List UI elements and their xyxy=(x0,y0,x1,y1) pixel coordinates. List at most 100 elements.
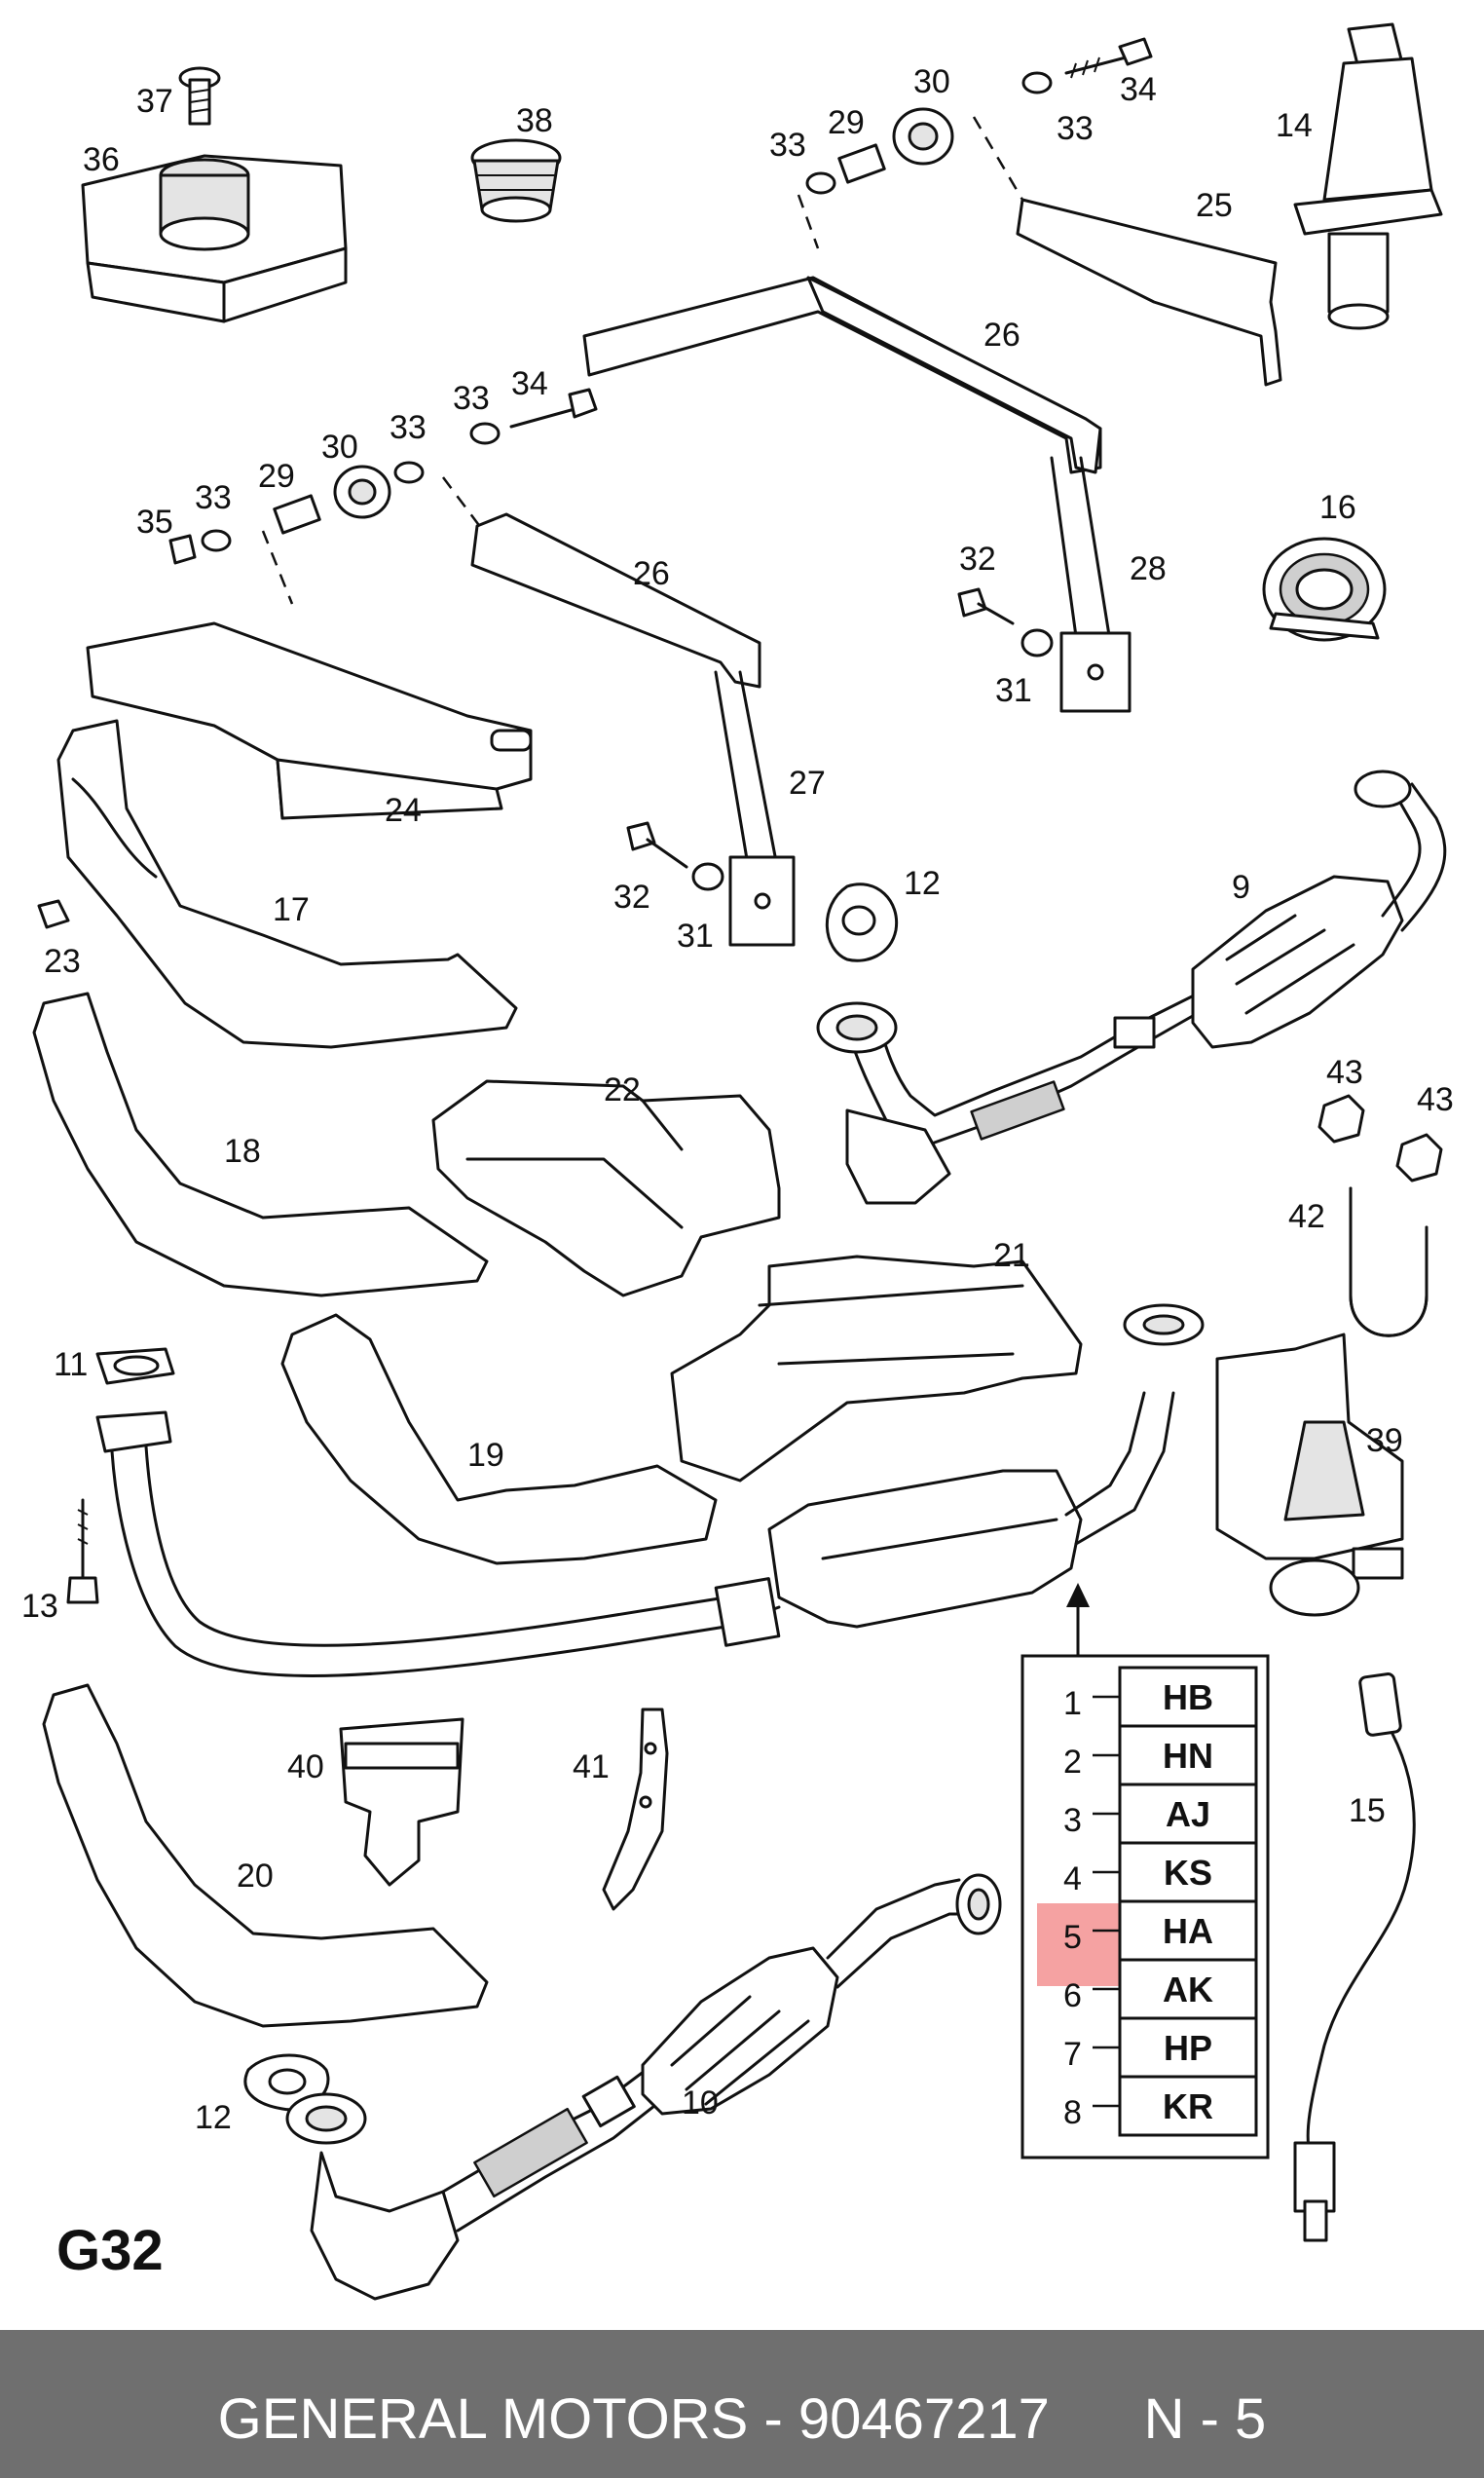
callout-32: 32 xyxy=(613,879,650,916)
part-41-strap xyxy=(602,1708,669,1911)
part-30-29-33-35-bushings-mid xyxy=(168,461,488,605)
part-10-catalytic-converter xyxy=(285,1873,1002,2301)
table-row-number: 8 xyxy=(1063,2094,1082,2131)
callout-12: 12 xyxy=(195,2099,232,2136)
footer-caption: GENERAL MOTORS - 90467217 N - 5 xyxy=(0,2386,1484,2452)
table-row-number: 7 xyxy=(1063,2036,1082,2073)
callout-34: 34 xyxy=(511,365,548,402)
table-code-cell xyxy=(1118,1724,1258,1786)
callout-28: 28 xyxy=(1130,550,1167,587)
callout-20: 20 xyxy=(237,1858,274,1895)
part-19-heat-shield xyxy=(280,1313,718,1565)
callout-24: 24 xyxy=(385,792,422,829)
callout-15: 15 xyxy=(1349,1792,1386,1829)
callout-14: 14 xyxy=(1276,107,1313,144)
callout-26: 26 xyxy=(633,555,670,592)
callout-39: 39 xyxy=(1366,1422,1403,1459)
callout-41: 41 xyxy=(573,1748,610,1785)
callout-33: 33 xyxy=(769,127,806,164)
callout-16: 16 xyxy=(1319,489,1356,526)
part-15-oxygen-sensor xyxy=(1293,1672,1416,2242)
part-36-mount-block xyxy=(81,154,348,323)
callout-43: 43 xyxy=(1417,1081,1454,1118)
part-23-nut xyxy=(37,899,70,929)
callout-33: 33 xyxy=(390,409,427,446)
callout-25: 25 xyxy=(1196,187,1233,224)
callout-33: 33 xyxy=(195,479,232,516)
callout-29: 29 xyxy=(828,104,865,141)
part-21-heat-shield xyxy=(670,1255,1083,1483)
figure-label: G32 xyxy=(56,2219,164,2282)
callout-33: 33 xyxy=(453,380,490,417)
highlight-row-marker xyxy=(1037,1903,1120,1986)
table-row-code: KR xyxy=(1163,2086,1213,2126)
part-14-clip xyxy=(1293,22,1443,330)
callout-17: 17 xyxy=(273,891,310,928)
callout-12: 12 xyxy=(904,865,941,902)
part-11-gasket xyxy=(95,1347,175,1385)
arrow-to-table xyxy=(1066,1583,1090,1658)
part-32-31-bolt-washer-mid xyxy=(626,821,724,891)
callout-30: 30 xyxy=(913,63,950,100)
footer-separator: - xyxy=(748,2387,798,2451)
part-17-heat-shield xyxy=(56,719,518,1049)
callout-27: 27 xyxy=(789,765,826,802)
table-row-code: HN xyxy=(1163,1736,1213,1776)
table-row-code: KS xyxy=(1164,1853,1212,1893)
callout-11: 11 xyxy=(54,1346,88,1383)
part-25-bracket xyxy=(1016,198,1282,387)
footer-part-number: 90467217 xyxy=(798,2387,1050,2451)
part-34-33-bolt-mid xyxy=(469,388,598,445)
callout-32: 32 xyxy=(959,541,996,578)
part-20-heat-shield xyxy=(42,1683,489,2028)
callout-37: 37 xyxy=(136,83,173,120)
part-39-bracket xyxy=(1215,1333,1404,1617)
part-42-u-bolt xyxy=(1349,1186,1428,1337)
callout-23: 23 xyxy=(44,943,81,980)
part-37-screw xyxy=(178,66,221,126)
table-code-cell xyxy=(1118,1666,1258,1728)
callout-13: 13 xyxy=(21,1588,58,1625)
callout-33: 33 xyxy=(1057,110,1094,147)
footer-bar xyxy=(0,2330,1484,2478)
footer-brand: GENERAL MOTORS xyxy=(217,2387,749,2451)
part-24-bracket xyxy=(86,621,533,820)
table-row-number: 2 xyxy=(1063,1744,1082,1781)
part-30-29-33-bushings-top xyxy=(797,107,1024,249)
callout-35: 35 xyxy=(136,504,173,541)
table-row-code: AJ xyxy=(1166,1794,1210,1834)
part-9-catalytic-converter xyxy=(816,770,1447,1205)
table-row-number: 4 xyxy=(1063,1860,1082,1897)
part-34-bolt-top xyxy=(1021,37,1153,94)
callout-40: 40 xyxy=(287,1748,324,1785)
part-26-27-strut-mid xyxy=(470,512,796,947)
callout-26: 26 xyxy=(983,317,1020,354)
part-exhaust-pipe-center xyxy=(95,1303,1205,1677)
table-row-code: AK xyxy=(1163,1970,1213,2009)
callout-22: 22 xyxy=(604,1071,641,1108)
part-22-heat-shield xyxy=(431,1079,781,1297)
table-row-code: HB xyxy=(1163,1677,1213,1717)
callout-43: 43 xyxy=(1326,1054,1363,1091)
callout-18: 18 xyxy=(224,1133,261,1170)
table-row-number: 5 xyxy=(1063,1919,1082,1956)
footer-position: N - 5 xyxy=(1143,2387,1267,2451)
callout-10: 10 xyxy=(682,2084,719,2121)
table-code-cell xyxy=(1118,2075,1258,2137)
part-26-strut-top xyxy=(582,276,1132,713)
callout-31: 31 xyxy=(677,918,714,955)
callout-42: 42 xyxy=(1288,1198,1325,1235)
table-row-code: HP xyxy=(1164,2028,1212,2068)
callout-36: 36 xyxy=(83,141,120,178)
table-code-cell xyxy=(1118,1783,1258,1845)
callout-19: 19 xyxy=(467,1437,504,1474)
table-code-cell xyxy=(1118,1958,1258,2020)
callout-9: 9 xyxy=(1232,869,1250,906)
part-43-nuts xyxy=(1317,1094,1443,1183)
footer-gap xyxy=(1050,2387,1144,2451)
part-12-gasket-upper xyxy=(825,882,899,962)
